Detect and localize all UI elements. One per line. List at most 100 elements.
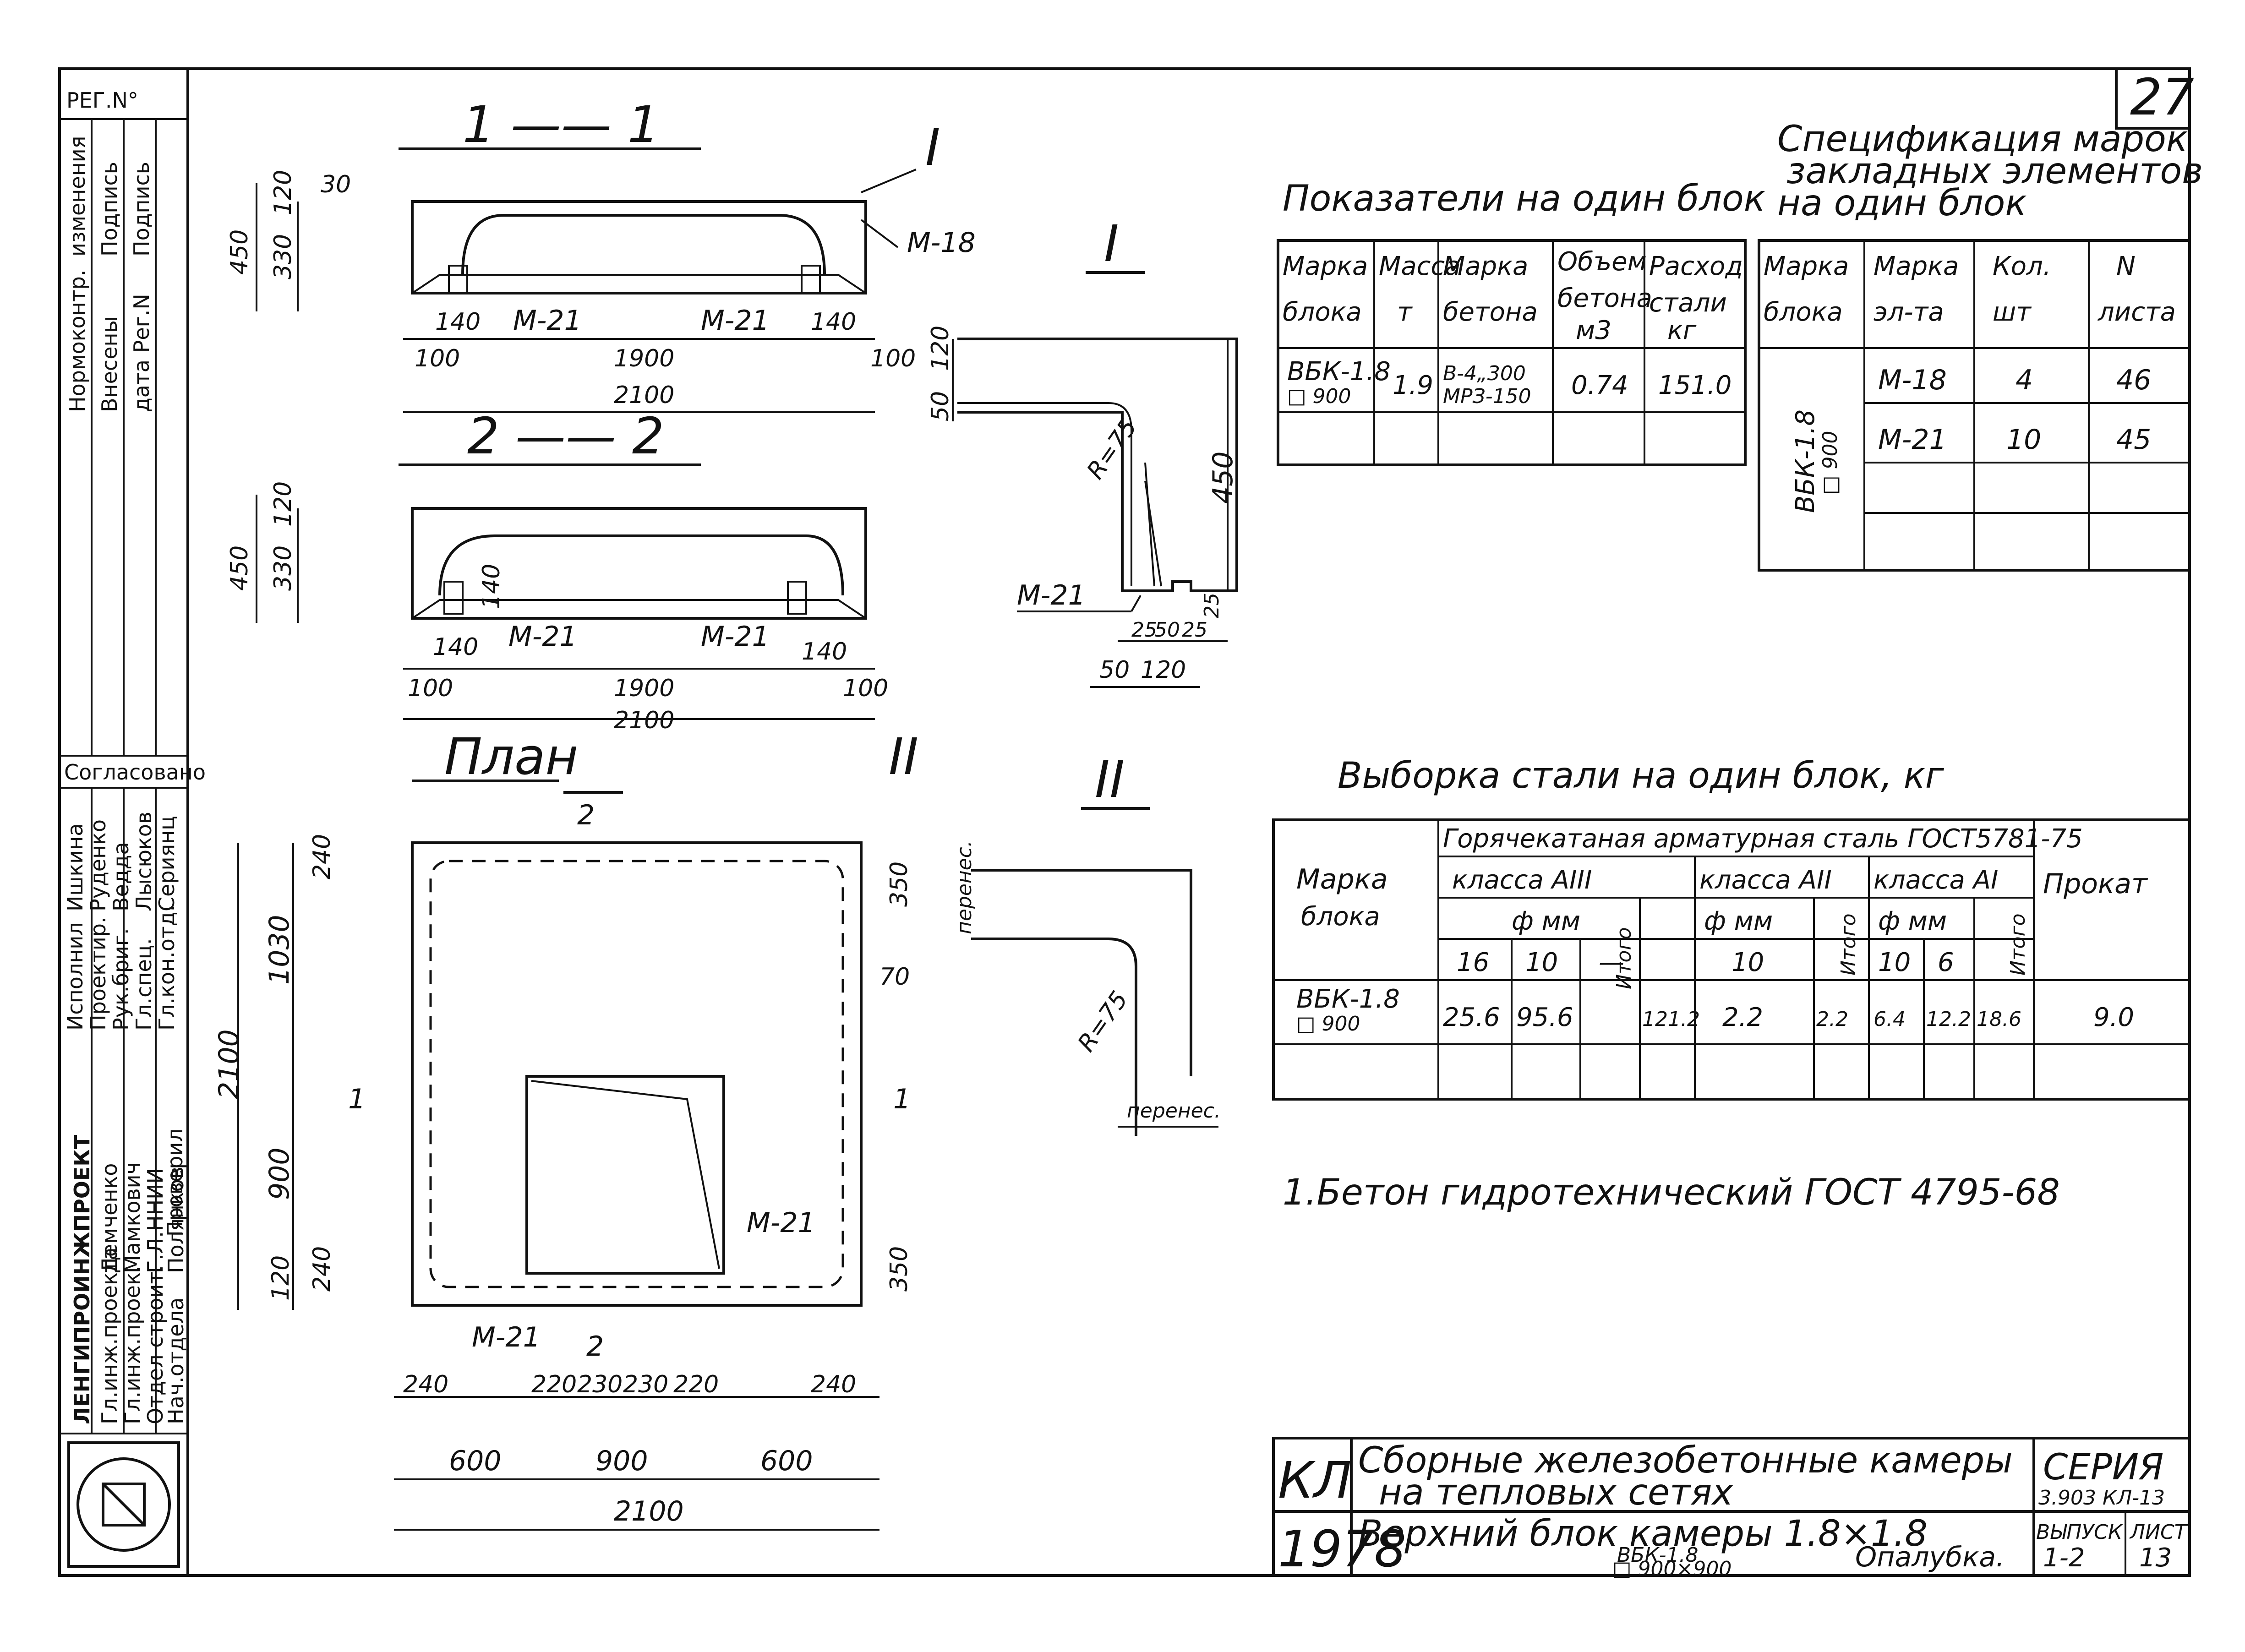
section-1-1: 1 —— 1 450 120 330 30 140 140 100 100 19… [226,95,976,413]
plan-arrow2-bottom: 2 [586,1330,604,1363]
node-I-d25a: 25 [1131,618,1157,642]
steel-itogo1: Итого [1837,913,1860,976]
s22-m21-left: М-21 [508,621,577,653]
s11-d100b: 100 [870,345,916,372]
node-II-perenes: перенес. [953,840,976,934]
spec-block: ВБК-1.8 [1791,409,1820,513]
side-name-3: Руденко [86,819,110,911]
ind-row-mass: 1.9 [1393,371,1433,400]
section-1-1-title: 1 —— 1 [463,95,660,154]
s22-d120: 120 [269,481,297,527]
node-I-m21: М-21 [1017,579,1086,611]
plan-d350b: 350 [885,1246,913,1292]
side-name-2: Ведда [109,842,133,911]
steel-phi0: ф мм [1512,906,1580,936]
steel-phi1: ф мм [1704,906,1773,936]
tb-title6: Опалубка. [1855,1541,2005,1573]
plan-arrow1-left: 1 [348,1083,366,1115]
tb-sheet: 13 [2139,1543,2172,1573]
side-org-name-1: Мамкович [120,1162,145,1273]
side-stamp: РЕГ.N° Согласовано Нормоконтр. Внесены д… [58,67,206,1577]
steel-row-v1: 95.6 [1516,1003,1573,1032]
node-I-d50: 50 [927,391,954,421]
s11-m21-left: М-21 [513,305,582,337]
ind-h1-0: Масса [1379,251,1461,281]
section-2-2-title: 2 —— 2 [467,407,664,465]
steel-d0: 16 [1457,948,1489,977]
sheet-frame [58,67,2191,1577]
note: 1.Бетон гидротехнический ГОСТ 4795-68 [1283,1172,2060,1213]
node-I-d120: 120 [927,326,954,371]
title-block: КЛ 1978 Сборные железобетонные камеры на… [1272,1437,2191,1581]
steel-class2: класса АI [1874,865,1998,895]
spec-h0-1: блока [1764,297,1843,327]
s11-d120: 120 [269,170,297,215]
steel-row-v5: 6.4 [1874,1008,1906,1031]
tb-title3: Верхний блок камеры 1.8×1.8 [1358,1513,1928,1554]
s11-d450: 450 [226,229,253,275]
steel-title: Выборка стали на один блок, кг [1338,755,1945,796]
steel-row-block2: □ 900 [1296,1012,1360,1036]
tb-title4: ВБК-1.8 [1617,1543,1698,1567]
ind-row-block2: □ 900 [1287,385,1351,408]
side-org-role-2: Отдел строит. [143,1265,168,1424]
spec-title-0: Спецификация марок [1777,119,2188,160]
s11-d140b: 140 [811,308,856,336]
spec-h2-0: Кол. [1993,251,2051,281]
steel-row-v2: 121.2 [1642,1008,1700,1031]
s22-d100b: 100 [843,675,888,702]
tb-issue: 1-2 [2043,1543,2085,1573]
steel-prokat: Прокат [2043,868,2148,900]
plan-d900: 900 [263,1147,295,1200]
s11-node1: I [925,118,940,177]
side-org-role-0: Гл.инж.проекта [97,1247,122,1424]
plan-outline [411,841,863,1307]
ind-h4-0: Расход [1649,251,1743,281]
side-name-4: Ишкина [63,823,87,911]
side-org: ЛЕНГИПРОИНЖПРОЕКТ [70,1134,94,1424]
side-name-0: Сериянц [154,816,179,911]
spec-h3-0: N [2116,251,2136,281]
steel-mark-h1: блока [1301,902,1380,932]
plan-b1-5: 240 [811,1371,856,1398]
side-role-4: Исполнил [63,922,87,1030]
side-org-role-1: Гл.инж.проек. [120,1266,145,1424]
s11-d330: 330 [269,234,297,279]
steel-class0: класса АIII [1452,865,1592,895]
plan-b3: 2100 [614,1495,684,1527]
steel-phi2: ф мм [1878,906,1947,936]
node-II-r75: R=75 [1072,987,1133,1057]
side-col1-1: Внесены [97,316,122,412]
side-role-0: Гл.кон.отд. [154,905,179,1030]
node-I-r75: R=75 [1082,414,1142,485]
plan-d350a: 350 [885,861,913,907]
steel-itogo2: Итого [2006,913,2030,976]
steel-row-v3: 2.2 [1722,1003,1763,1032]
plan-arrow1-right: 1 [893,1083,911,1115]
plan-m21-bottom: М-21 [472,1321,541,1353]
spec-r0-qty: 4 [2016,364,2033,396]
org-logo-circle [76,1457,171,1552]
plan-b1-0: 240 [403,1371,448,1398]
sheet-number: 27 [2130,68,2194,126]
plan-d2100: 2100 [213,1029,245,1099]
s22-d140b: 140 [433,633,478,661]
steel-d4: 10 [1878,948,1911,977]
side-name-1: Лысюков [131,812,156,911]
plan-node2: II [889,727,918,786]
side-org-name-2: Г.Л.ННИИ [143,1168,168,1273]
s11-d30: 30 [321,171,351,198]
ind-row-concrete2: МРЗ-150 [1443,385,1531,408]
ind-row-concrete1: В-4„300 [1443,362,1526,385]
side-col1-0: Нормоконтр. [65,270,90,412]
section-2-2: 2 —— 2 450 120 330 140 140 140 100 100 1… [226,407,888,734]
side-role-2: Рук.бриг. [109,928,133,1030]
spec-title-1: закладных элементов [1786,151,2203,192]
plan-d70: 70 [879,963,910,991]
side-col2-0: изменения [65,136,90,256]
side-col2-1: Подпись [97,162,122,256]
indicators-title: Показатели на один блок [1283,178,1765,219]
tb-sheet-label: ЛИСТ [2129,1521,2188,1544]
s11-m18: М-18 [907,227,976,259]
steel-row-block: ВБК-1.8 [1296,984,1400,1014]
